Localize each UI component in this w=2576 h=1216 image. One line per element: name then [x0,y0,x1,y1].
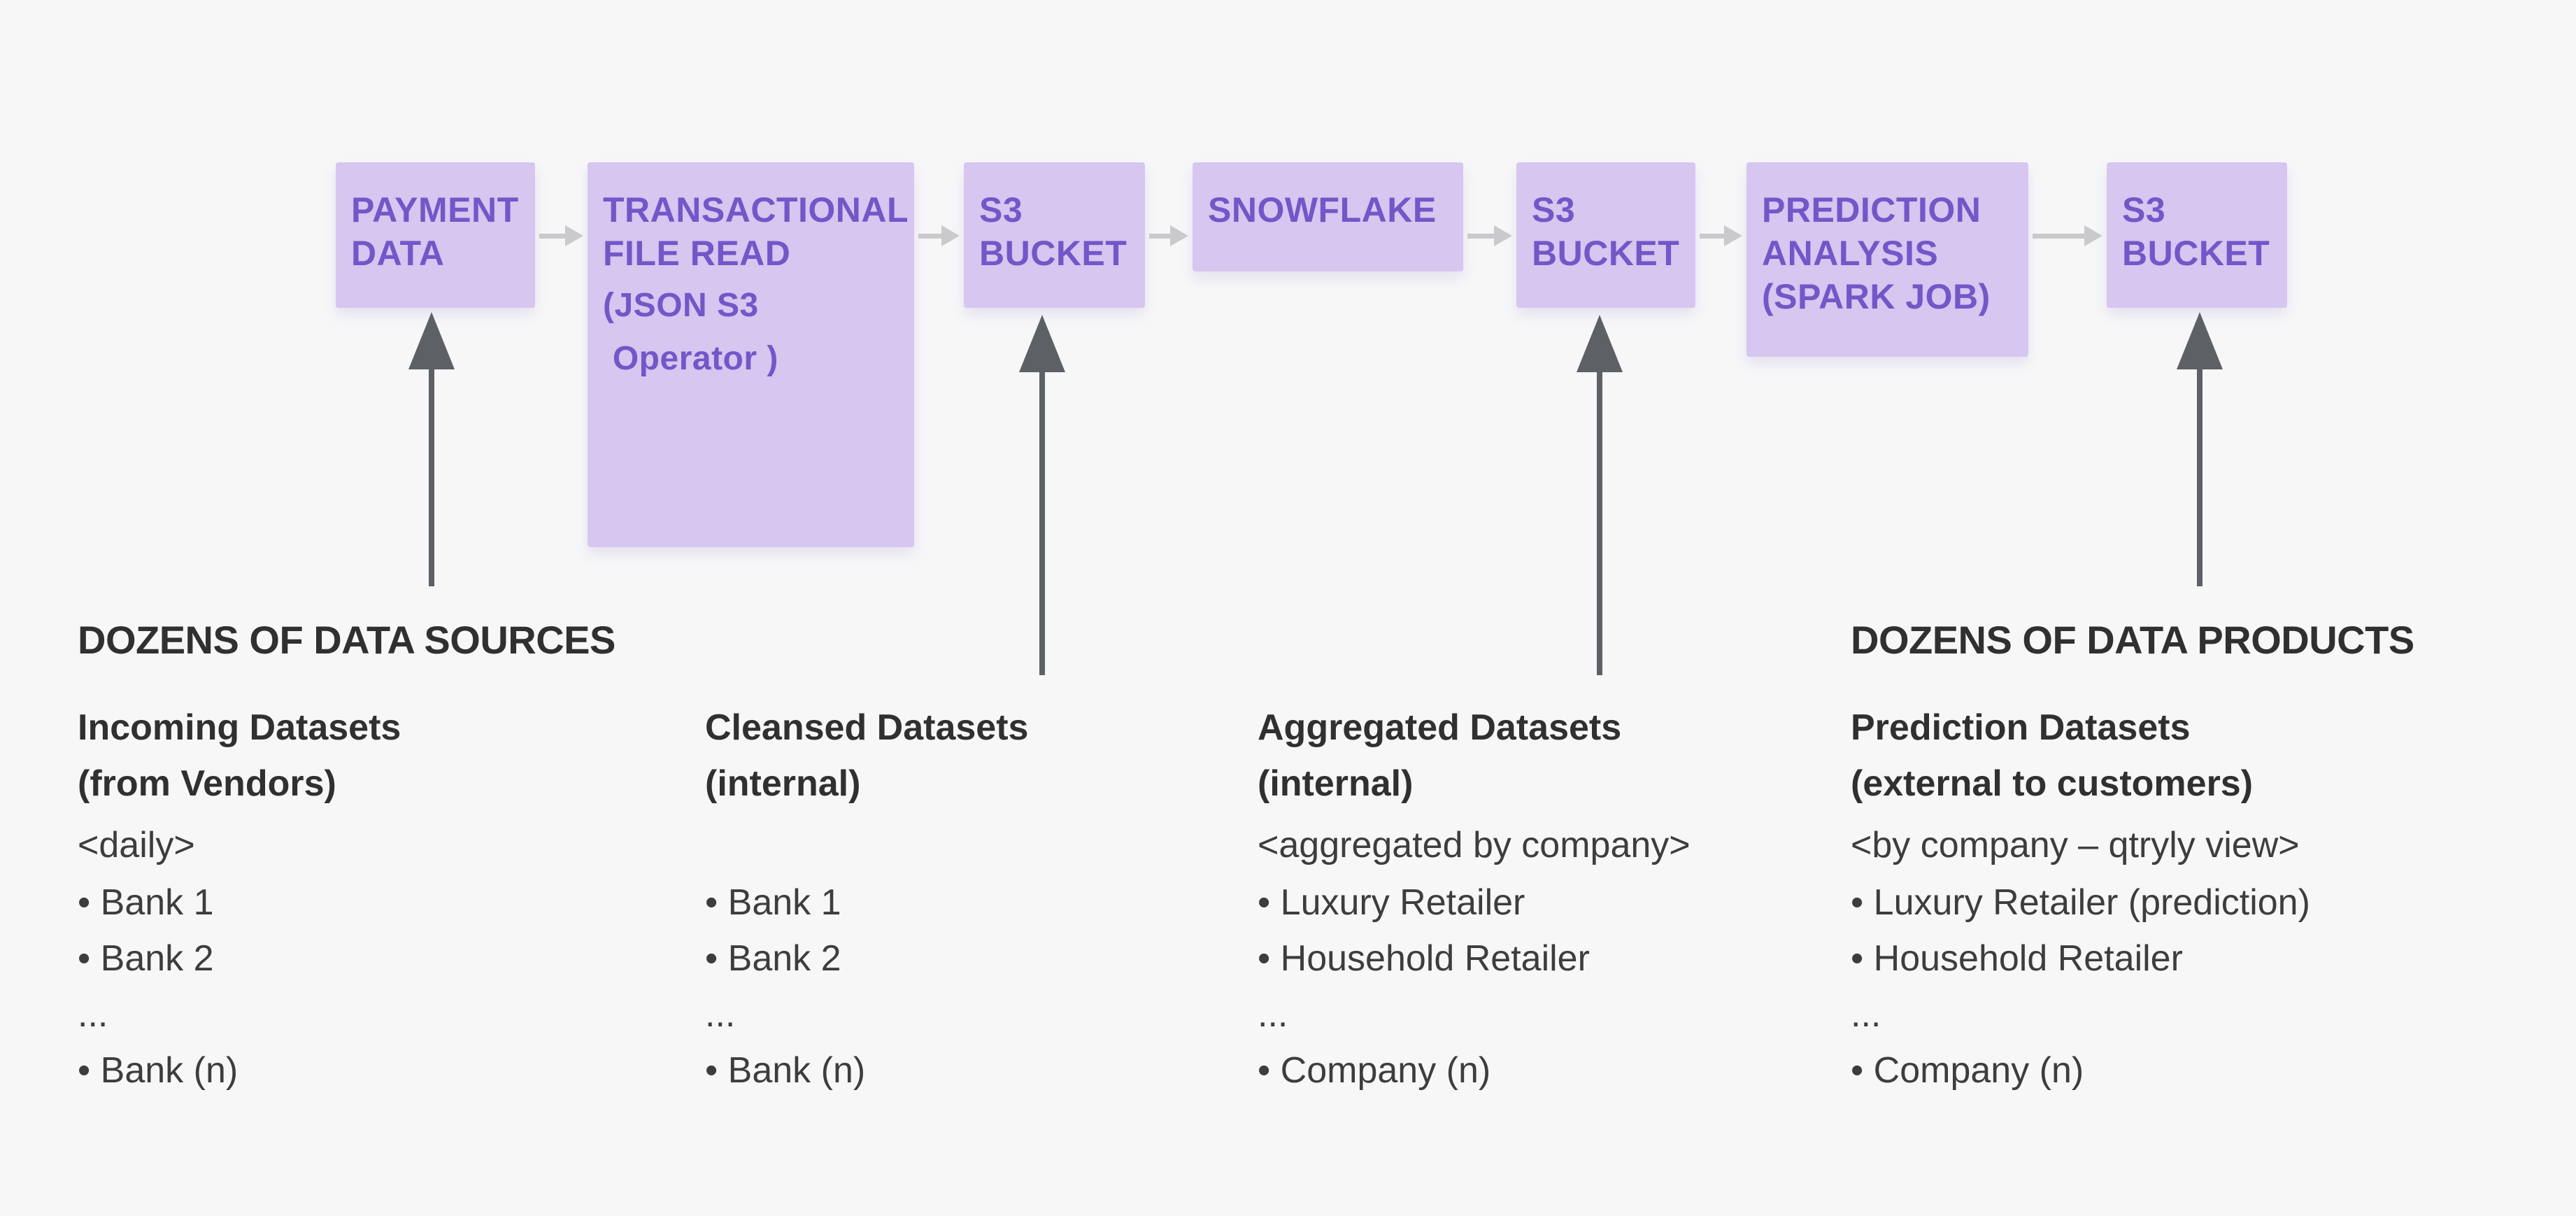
arrow-up-icon [1577,315,1623,675]
dataset-qualifier: <daily> [78,825,195,865]
node-label: S3 BUCKET [979,190,1127,273]
list-item: • Bank (n) [705,1050,866,1091]
arrow-right-icon [1467,225,1512,246]
node-label: PREDICTION ANALYSIS (SPARK JOB) [1762,190,1991,316]
arrow-shaft [1700,234,1727,239]
list-item: • Luxury Retailer [1258,882,1525,923]
arrow-head [1494,225,1512,246]
dataset-list-prediction: <by company – qtryly view> • Luxury Reta… [1851,817,2310,1098]
list-item: ... [1851,994,1881,1035]
list-item: • Bank 2 [705,938,841,979]
arrow-shaft [2033,234,2087,239]
node-transactional-file-read: TRANSACTIONAL FILE READ (JSON S3 Operato… [588,162,914,547]
node-s3-bucket-3: S3 BUCKET [2107,162,2287,308]
list-item: • Household Retailer [1851,938,2183,979]
node-s3-bucket-2: S3 BUCKET [1516,162,1695,308]
arrow-right-icon [1149,225,1188,246]
arrow-right-icon [1700,225,1742,246]
dataset-list-aggregated: <aggregated by company> • Luxury Retaile… [1258,817,1691,1098]
list-item: • Company (n) [1851,1050,2084,1091]
node-label: S3 BUCKET [2122,190,2270,273]
arrow-head [1724,225,1742,246]
dataset-subtitle-aggregated: Aggregated Datasets (internal) [1258,707,1622,804]
list-item: • Bank 1 [705,882,841,923]
dataset-list-incoming: <daily> • Bank 1 • Bank 2 ... • Bank (n) [78,817,238,1098]
arrow-head [408,312,455,369]
arrow-right-icon [2033,225,2102,246]
arrow-shaft [1467,234,1497,239]
arrow-head [941,225,960,246]
dataset-subtitle-prediction: Prediction Datasets (external to custome… [1851,707,2254,804]
arrow-shaft [918,234,944,239]
list-item: • Company (n) [1258,1050,1491,1091]
dataset-qualifier: <by company – qtryly view> [1851,825,2300,865]
list-item: • Bank 2 [78,938,214,979]
node-payment-data: PAYMENT DATA [336,162,535,308]
node-sublabel: (JSON S3 Operator ) [603,287,778,377]
section-title-data-products: DOZENS OF DATA PRODUCTS [1851,618,2414,662]
node-prediction-analysis: PREDICTION ANALYSIS (SPARK JOB) [1746,162,2028,357]
dataset-qualifier: <aggregated by company> [1258,825,1691,865]
arrow-right-icon [918,225,960,246]
section-title-data-sources: DOZENS OF DATA SOURCES [78,618,615,662]
arrow-up-icon [1019,315,1065,675]
dataset-list-cleansed: • Bank 1 • Bank 2 ... • Bank (n) [705,817,865,1098]
list-item: • Bank (n) [78,1050,239,1091]
arrow-shaft [1597,367,1602,675]
arrow-shaft [2197,364,2203,586]
dataset-subtitle-incoming: Incoming Datasets (from Vendors) [78,707,401,804]
arrow-head [2177,312,2223,369]
arrow-shaft [1149,234,1173,239]
list-item: ... [1258,994,1288,1035]
node-label: TRANSACTIONAL FILE READ [603,190,909,273]
arrow-head [1019,315,1065,372]
arrow-up-icon [2177,312,2223,586]
arrow-shaft [539,234,568,239]
arrow-head [1170,225,1188,246]
dataset-qualifier [705,817,865,875]
node-label: SNOWFLAKE [1208,190,1437,229]
dataset-subtitle-cleansed: Cleansed Datasets (internal) [705,707,1029,804]
arrow-shaft [1039,367,1045,675]
arrow-up-icon [408,312,455,586]
node-s3-bucket-1: S3 BUCKET [964,162,1145,308]
arrow-head [565,225,583,246]
list-item: • Household Retailer [1258,938,1590,979]
list-item: • Bank 1 [78,882,214,923]
node-snowflake: SNOWFLAKE [1193,162,1463,271]
list-item: • Luxury Retailer (prediction) [1851,882,2310,923]
arrow-head [1577,315,1623,372]
list-item: ... [78,994,108,1035]
node-label: S3 BUCKET [1532,190,1680,273]
arrow-shaft [429,364,434,586]
list-item: ... [705,994,736,1035]
node-label: PAYMENT DATA [351,190,519,273]
arrow-head [2084,225,2102,246]
arrow-right-icon [539,225,583,246]
